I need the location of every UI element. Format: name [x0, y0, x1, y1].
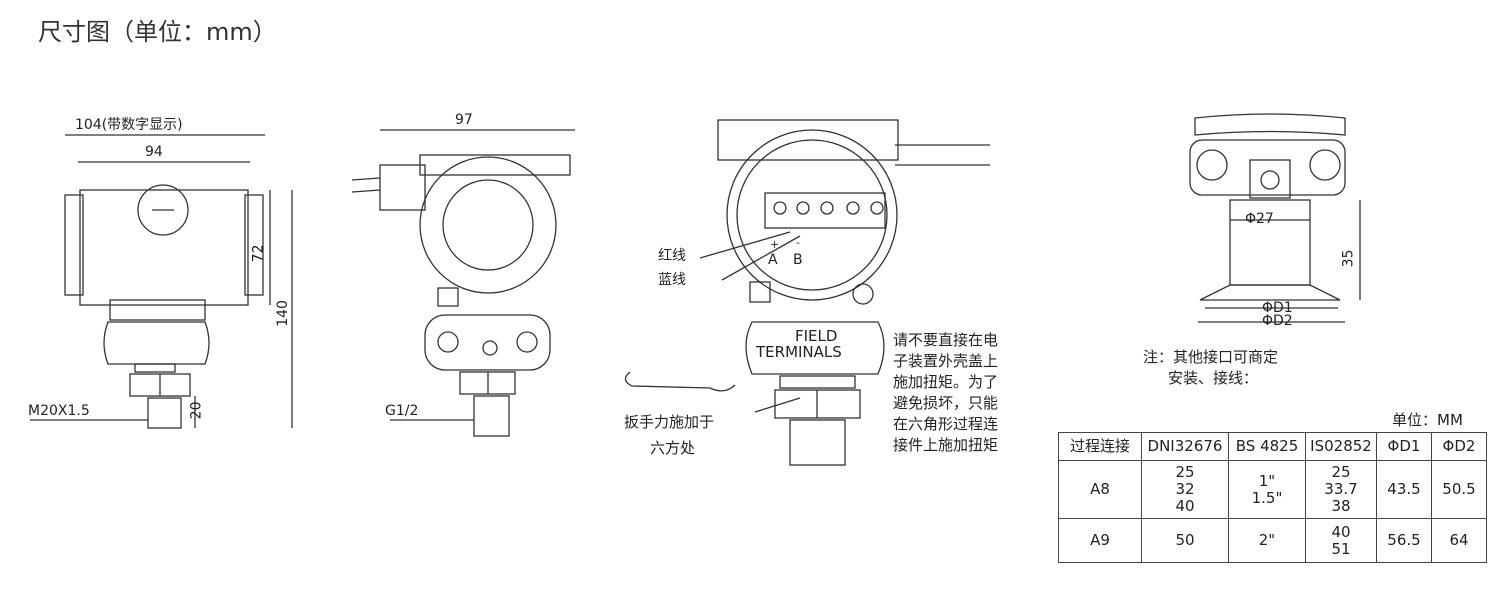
header-cell: ΦD2: [1431, 432, 1487, 461]
table-header-row: 过程连接 DNI32676 BS 4825 IS02852 ΦD1 ΦD2: [1058, 432, 1487, 461]
dim-35: 35: [1340, 249, 1357, 268]
d2-cell: 50.5: [1431, 460, 1487, 519]
dim-20: 20: [188, 401, 205, 420]
dim-phid2: ΦD2: [1262, 313, 1293, 329]
blue-wire-label: 蓝线: [658, 272, 686, 288]
header-cell: DNI32676: [1141, 432, 1229, 461]
side-view-drawing: [351, 129, 575, 437]
thread-label: G1/2: [385, 403, 419, 419]
warning-note: 请不要直接在电 子装置外壳盖上 施加扭矩。为了 避免损坏，只能 在六角形过程连 …: [893, 331, 999, 454]
terminal-view-drawing: [624, 119, 990, 466]
conn-cell: A9: [1058, 518, 1142, 563]
wrench-note-2: 六方处: [650, 439, 696, 457]
dim-phi27: Φ27: [1245, 211, 1274, 227]
header-cell: 过程连接: [1058, 432, 1142, 461]
d2-cell: 64: [1431, 518, 1487, 563]
unit-label: 单位：MM: [1392, 411, 1463, 429]
flange-view-drawing: [1189, 113, 1361, 323]
note-line-2: 安装、接线：: [1168, 369, 1259, 387]
conn-cell: A8: [1058, 460, 1142, 519]
dim-width: 97: [455, 112, 473, 128]
minus-sign: -: [796, 236, 800, 249]
connection-table: 过程连接 DNI32676 BS 4825 IS02852 ΦD1 ΦD2 A8…: [1058, 432, 1487, 563]
dim-width: 94: [145, 144, 163, 160]
header-cell: IS02852: [1305, 432, 1377, 461]
header-cell: ΦD1: [1376, 432, 1432, 461]
terminals-label: TERMINALS: [756, 343, 842, 361]
field-label: FIELD: [795, 327, 838, 345]
header-cell: BS 4825: [1228, 432, 1306, 461]
dim-width-display: 104(带数字显示): [75, 117, 183, 133]
thread-label: M20X1.5: [28, 403, 90, 419]
dim-height-140: 140: [274, 300, 291, 327]
dim-height-72: 72: [250, 244, 267, 263]
front-view-drawing: [30, 134, 293, 429]
dim-phid1: ΦD1: [1262, 300, 1293, 316]
d1-cell: 43.5: [1376, 460, 1432, 519]
page-title: 尺寸图（单位：mm）: [38, 18, 277, 46]
terminal-a: A: [768, 252, 778, 268]
bs-cell: 2": [1228, 518, 1306, 563]
wrench-note-1: 扳手力施加于: [624, 413, 715, 431]
d1-cell: 56.5: [1376, 518, 1432, 563]
red-wire-label: 红线: [658, 248, 686, 264]
plus-sign: +: [770, 238, 780, 251]
bs-cell: 1"1.5": [1228, 460, 1306, 519]
terminal-b: B: [793, 252, 803, 268]
note-line-1: 注：其他接口可商定: [1143, 348, 1279, 366]
dni-cell: 50: [1141, 518, 1229, 563]
